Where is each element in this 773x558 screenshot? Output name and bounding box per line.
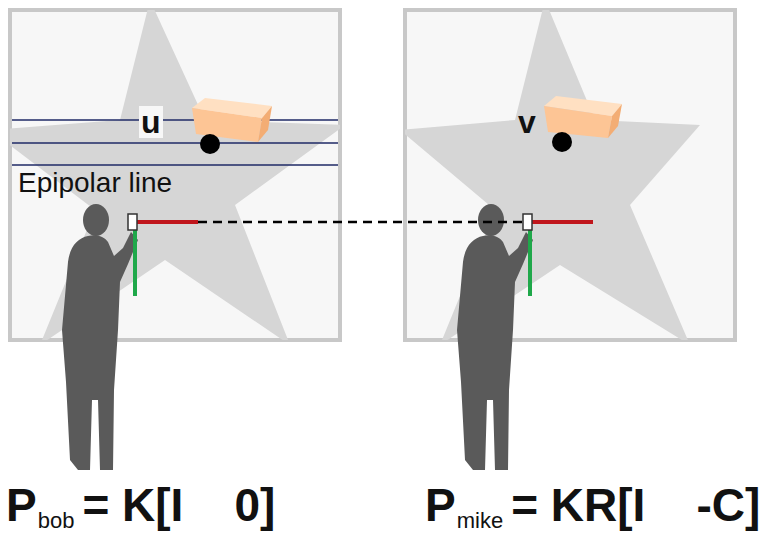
camera-axes bbox=[523, 214, 593, 296]
star-shape bbox=[10, 10, 340, 340]
matrix-subscript: mike bbox=[457, 510, 503, 532]
epipolar-lines bbox=[12, 120, 338, 165]
matrix-formula: = K[I 0] bbox=[82, 482, 275, 528]
person-silhouette bbox=[457, 204, 533, 470]
box-object bbox=[544, 96, 622, 138]
matrix-symbol: P bbox=[6, 482, 37, 528]
matrix-symbol: P bbox=[425, 482, 456, 528]
star-shape bbox=[405, 10, 700, 340]
annotation: Epipolar line bbox=[18, 169, 172, 197]
matrix-subscript: bob bbox=[38, 510, 75, 532]
box-object bbox=[192, 98, 272, 142]
baseline-dashed bbox=[198, 221, 527, 224]
point-label: v bbox=[518, 106, 536, 138]
point-label: u bbox=[139, 106, 163, 138]
matrix-formula: = KR[I -C] bbox=[511, 482, 760, 528]
camera-axes bbox=[128, 214, 198, 296]
point-u bbox=[200, 134, 220, 154]
person-silhouette bbox=[62, 204, 138, 470]
point-v bbox=[552, 132, 572, 152]
